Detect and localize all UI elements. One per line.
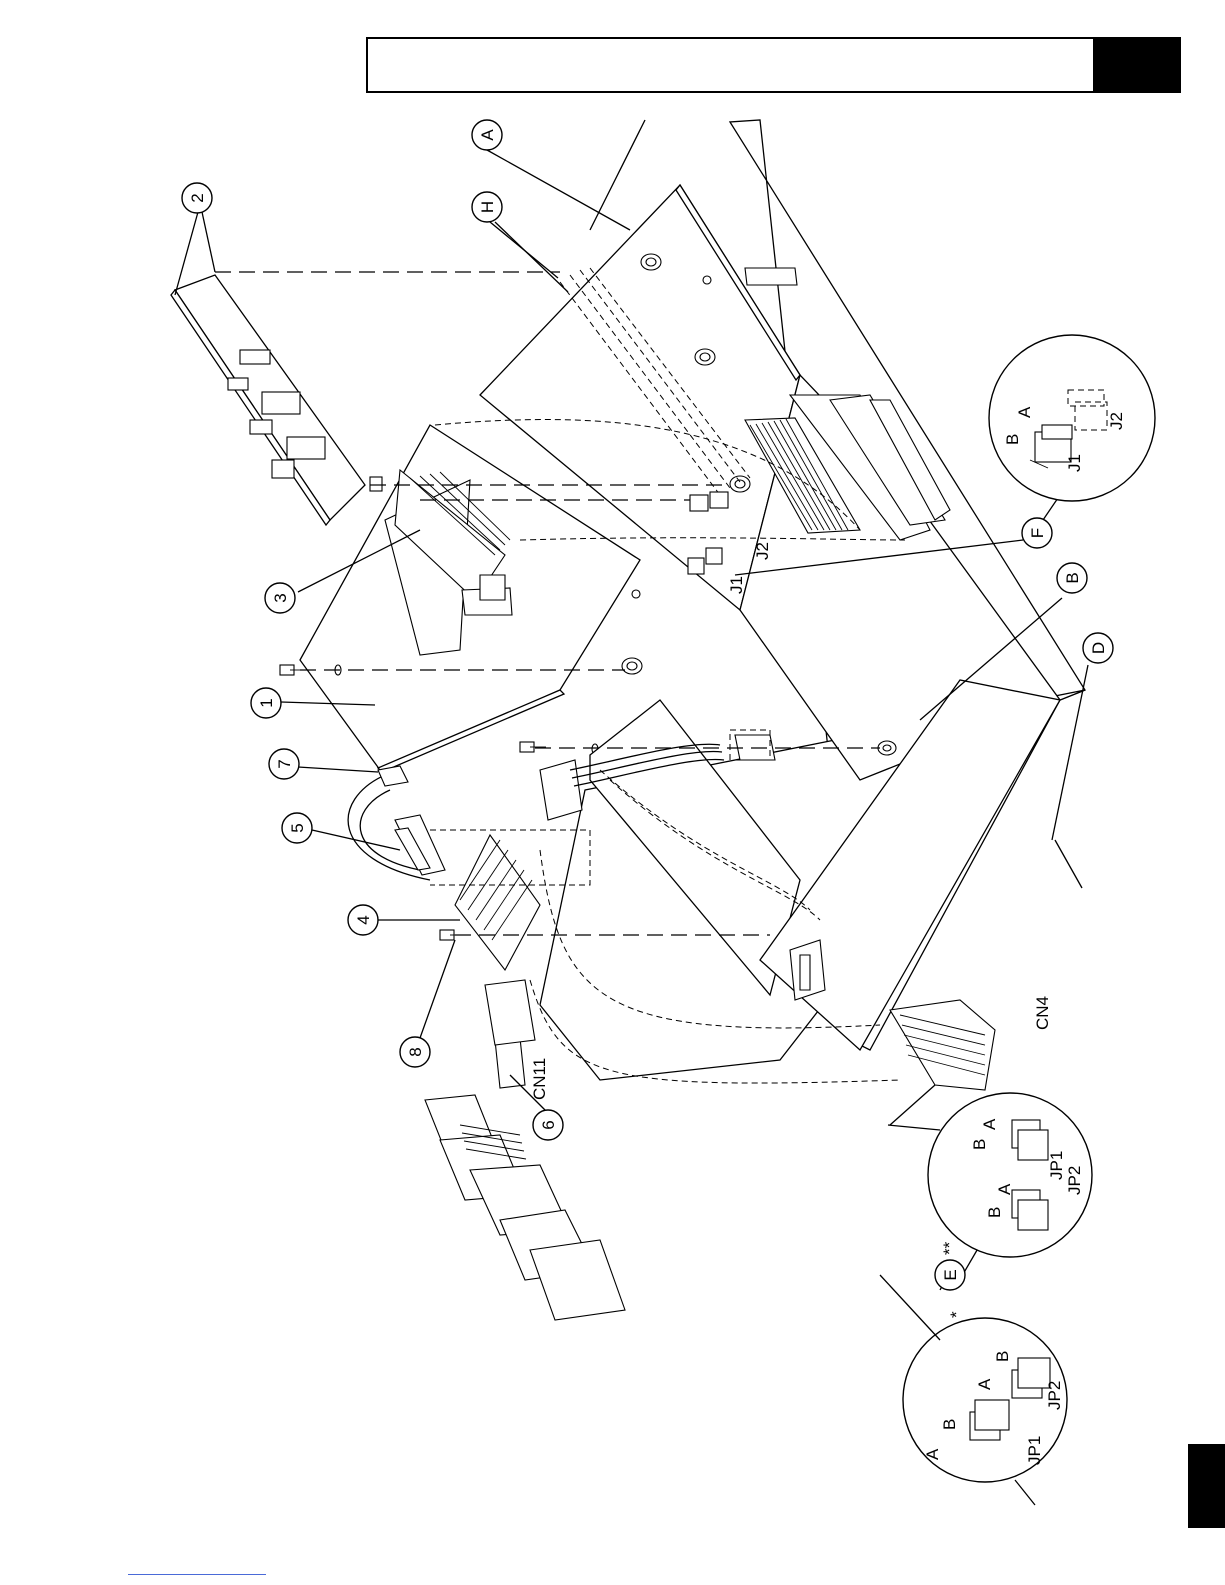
callout-7-label: 7 [275,759,294,768]
callout-e: E [935,1260,965,1290]
detail-f-a: A [1015,406,1034,418]
callout-1: 1 [251,688,281,718]
detail-e-single: A B A B JP1 JP2 * [880,1275,1067,1505]
callout-4: 4 [348,905,378,935]
callout-f-label: F [1028,528,1047,538]
callout-b-label: B [1063,572,1082,583]
memory-card-2 [171,275,365,525]
detail-e1-a1: A [923,1448,942,1460]
detail-e2-jp2: JP2 [1065,1166,1084,1195]
callout-7: 7 [269,749,299,779]
callout-d-label: D [1089,642,1108,654]
callout-h: H [472,192,502,222]
detail-e2-marker: ** [940,1241,959,1255]
detail-e1-jp2: JP2 [1045,1381,1064,1410]
detail-e1-marker: * [947,1311,966,1318]
callout-3-label: 3 [271,593,290,602]
detail-e2-jp1: JP1 [1047,1151,1066,1180]
detail-e1-b1: B [940,1419,959,1430]
label-cn4: CN4 [1033,996,1052,1030]
label-cn11: CN11 [530,1058,549,1100]
callout-e-label: E [941,1269,960,1280]
callout-b: B [1057,563,1087,593]
callout-f: F [1022,518,1052,548]
detail-f-j2: J2 [1107,412,1126,430]
detail-f-b: B [1003,434,1022,445]
callout-2: 2 [182,183,212,213]
detail-e-double: B A B A JP1 JP2 ** [928,1093,1092,1257]
callout-6: 6 [533,1110,563,1140]
callout-8-label: 8 [406,1047,425,1056]
callout-d: D [1083,633,1113,663]
callout-1-label: 1 [257,698,276,707]
detail-e1-a2: A [975,1378,994,1390]
detail-e2-b2: B [985,1207,1004,1218]
callout-h-label: H [478,201,497,213]
callout-3: 3 [265,583,295,613]
callout-8: 8 [400,1037,430,1067]
callout-a: A [472,120,502,150]
screw [370,477,382,491]
callout-5-label: 5 [288,823,307,832]
detail-e2-a1: A [980,1118,999,1130]
detail-f-j1: J1 [1065,454,1084,472]
detail-e2-a2: A [995,1183,1014,1195]
label-j1: J1 [727,576,746,594]
callout-4-label: 4 [354,915,373,924]
detail-f: B A J1 J2 [989,335,1155,501]
screw [520,742,546,752]
label-j2: J2 [753,542,772,560]
detail-e1-b2: B [993,1351,1012,1362]
callout-a-label: A [478,129,497,141]
callout-6-label: 6 [539,1120,558,1129]
callout-5: 5 [282,813,312,843]
callout-2-label: 2 [188,193,207,202]
detail-e1-jp1: JP1 [1025,1436,1044,1465]
detail-e2-b1: B [970,1139,989,1150]
